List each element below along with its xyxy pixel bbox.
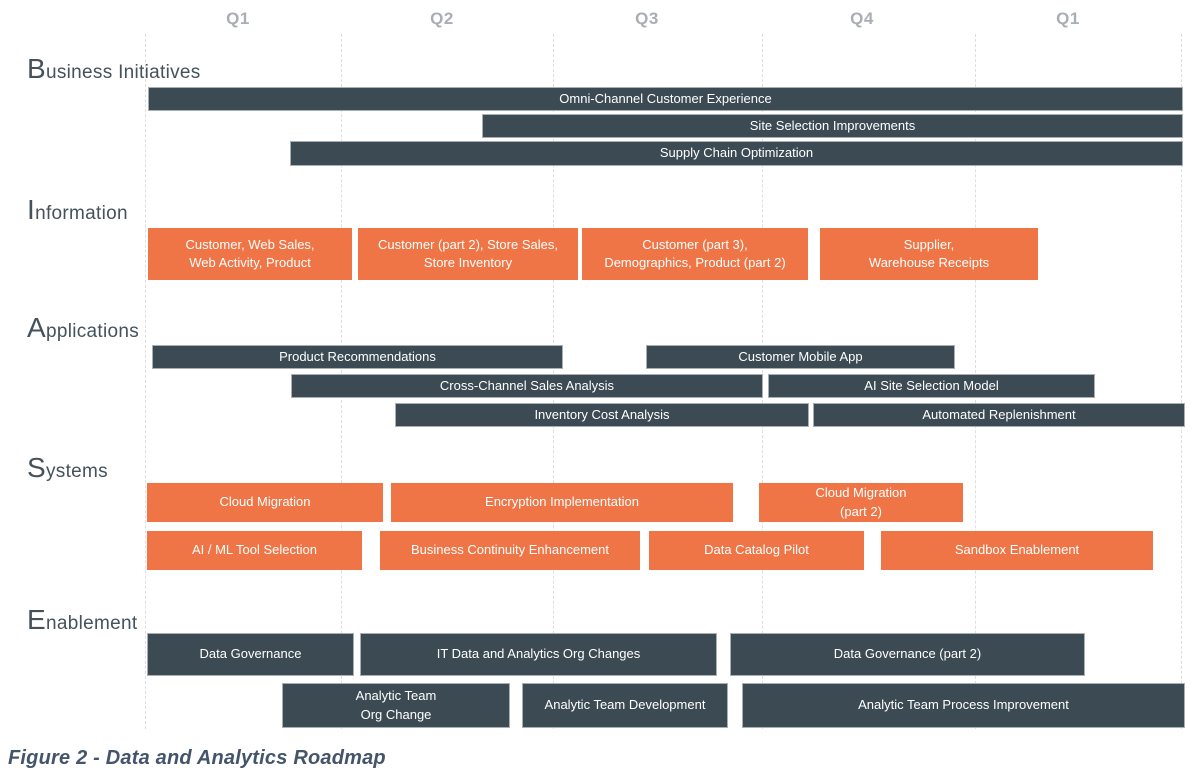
bar-label-line: Analytic Team [355, 688, 437, 704]
bar-label-line: Cross-Channel Sales Analysis [439, 377, 615, 393]
section-label-initial: B [27, 53, 46, 84]
section-label-initial: E [27, 604, 46, 635]
bar-label-line: Site Selection Improvements [749, 117, 916, 133]
roadmap-bar-omni-channel-customer-experience: Omni-Channel Customer Experience [148, 87, 1183, 111]
roadmap-bar-customer-part-2-store-sales-store-inventory: Customer (part 2), Store Sales, Store Inv… [358, 228, 578, 280]
quarter-label-5: Q1 [1056, 9, 1080, 28]
roadmap-bar-data-governance: Data Governance [147, 633, 354, 676]
figure-caption: Figure 2 - Data and Analytics Roadmap [8, 747, 386, 769]
bar-label-line: Supply Chain Optimization [659, 145, 814, 161]
roadmap-bar-cross-channel-sales-analysis: Cross-Channel Sales Analysis [291, 374, 763, 398]
bar-label-line: AI Site Selection Model [864, 377, 999, 393]
bar-label-line: Customer Mobile App [738, 348, 863, 364]
bar-label-line: Customer (part 2), Store Sales, [378, 236, 558, 252]
bar-label-line: Store Inventory [423, 255, 513, 270]
bar-label-line: Automated Replenishment [922, 406, 1076, 422]
section-label-initial: I [27, 194, 36, 225]
section-label-systems: Systems [27, 452, 108, 483]
quarter-label-3: Q3 [635, 9, 659, 28]
roadmap-bar-automated-replenishment: Automated Replenishment [813, 403, 1185, 427]
section-label-initial: S [27, 452, 46, 483]
bar-label-line: IT Data and Analytics Org Changes [436, 646, 641, 662]
bar-label-line: Demographics, Product (part 2) [604, 255, 786, 270]
bar-label-line: Data Governance (part 2) [833, 646, 982, 662]
section-label-applications: Applications [27, 312, 140, 343]
bar-label-line: Supplier, [903, 236, 955, 252]
roadmap-bar-analytic-team-development: Analytic Team Development [522, 683, 728, 728]
bar-label-line: Omni-Channel Customer Experience [559, 90, 772, 106]
bar-label-line: Data Governance [199, 646, 302, 662]
bar-label-line: Org Change [360, 706, 432, 722]
roadmap-bar-sandbox-enablement: Sandbox Enablement [881, 531, 1153, 570]
bar-label-line: (part 2) [840, 503, 882, 519]
section-label-enablement: Enablement [27, 604, 138, 635]
roadmap-bar-customer-web-sales-web-activity-product: Customer, Web Sales, Web Activity, Produc… [148, 228, 352, 280]
roadmap-bar-encryption-implementation: Encryption Implementation [391, 483, 733, 522]
bar-label-line: Inventory Cost Analysis [534, 406, 670, 422]
roadmap-bar-cloud-migration: Cloud Migration [147, 483, 383, 522]
quarter-label-2: Q2 [430, 9, 454, 28]
quarter-label-4: Q4 [850, 9, 874, 28]
bar-label-line: Data Catalog Pilot [704, 542, 809, 558]
roadmap-bar-business-continuity-enhancement: Business Continuity Enhancement [380, 531, 640, 570]
roadmap-bar-ai-ml-tool-selection: AI / ML Tool Selection [147, 531, 362, 570]
roadmap-bar-data-catalog-pilot: Data Catalog Pilot [649, 531, 864, 570]
section-label-business-initiatives: Business Initiatives [27, 53, 201, 84]
bar-label-line: Customer (part 3), [642, 236, 748, 252]
section-label-initial: A [27, 312, 46, 343]
bar-label-line: Warehouse Receipts [868, 255, 990, 270]
bar-label-line: Cloud Migration [815, 485, 907, 501]
bar-label-line: Web Activity, Product [189, 255, 311, 270]
quarter-gridline [1181, 34, 1182, 729]
roadmap-bar-supplier-warehouse-receipts: Supplier, Warehouse Receipts [820, 228, 1038, 280]
bar-label-line: Product Recommendations [279, 348, 436, 364]
roadmap-bar-customer-mobile-app: Customer Mobile App [646, 345, 955, 369]
roadmap-bar-inventory-cost-analysis: Inventory Cost Analysis [395, 403, 809, 427]
roadmap-bar-ai-site-selection-model: AI Site Selection Model [768, 374, 1095, 398]
bar-label-line: Cloud Migration [219, 494, 311, 510]
roadmap-bar-cloud-migration-part-2-: Cloud Migration (part 2) [759, 483, 963, 522]
bar-label-line: Customer, Web Sales, [185, 236, 315, 252]
bar-label-line: Encryption Implementation [485, 494, 639, 510]
section-label-information: Information [27, 194, 128, 225]
roadmap-bar-it-data-and-analytics-org-changes: IT Data and Analytics Org Changes [360, 633, 717, 676]
bar-label-line: Sandbox Enablement [954, 542, 1080, 558]
roadmap-bar-data-governance-part-2-: Data Governance (part 2) [730, 633, 1085, 676]
roadmap-bar-site-selection-improvements: Site Selection Improvements [482, 114, 1183, 138]
roadmap-bar-analytic-team-process-improvement: Analytic Team Process Improvement [742, 683, 1185, 728]
bar-label-line: Business Continuity Enhancement [410, 542, 609, 558]
roadmap-bar-customer-part-3-demographics-product-part-2-: Customer (part 3), Demographics, Product … [582, 228, 808, 280]
quarter-gridline [145, 34, 146, 729]
roadmap-bar-supply-chain-optimization: Supply Chain Optimization [290, 141, 1183, 166]
quarter-label-1: Q1 [226, 9, 250, 28]
roadmap-bar-product-recommendations: Product Recommendations [152, 345, 563, 369]
bar-label-line: Analytic Team Process Improvement [858, 697, 1069, 713]
bar-label-line: Analytic Team Development [544, 697, 706, 713]
bar-label-line: AI / ML Tool Selection [191, 542, 317, 558]
